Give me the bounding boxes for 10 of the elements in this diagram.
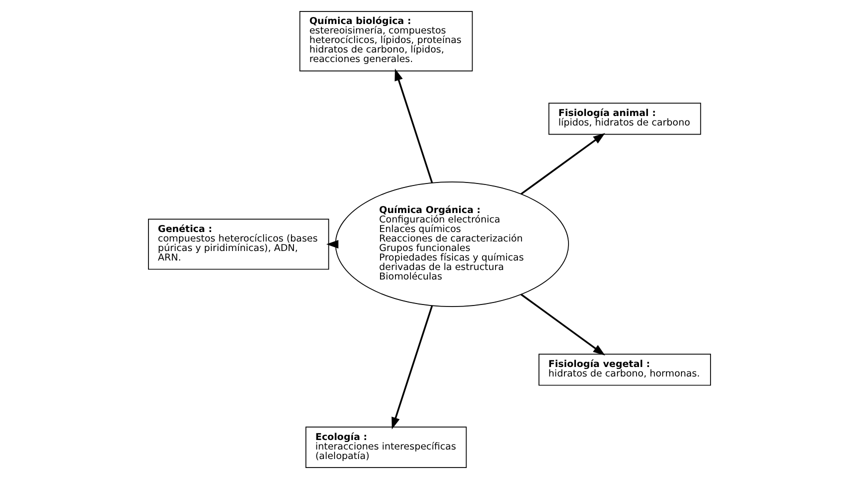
node-box: Ecología : interacciones interespecíficas (alelopatía): [305, 426, 467, 468]
node-box: Fisiología vegetal : hidratos de carbono, hormonas.: [538, 354, 711, 386]
node-box: Fisiología animal : lípidos, hidratos de carbono: [548, 102, 702, 135]
arrow: [520, 294, 606, 356]
arrow: [394, 68, 433, 184]
arrow: [392, 305, 433, 430]
arrow: [520, 132, 606, 195]
arrow: [326, 240, 338, 248]
node-box: Química biológica : estereoisimería, compuestos heterocíclicos, lípidos, proteínas hidratos de carbono, lípidos, reacciones generales.: [299, 11, 473, 72]
node-box: Genética : compuestos heterocíclicos (bases púricas y piridimínicas), ADN, ARN.: [148, 218, 330, 270]
